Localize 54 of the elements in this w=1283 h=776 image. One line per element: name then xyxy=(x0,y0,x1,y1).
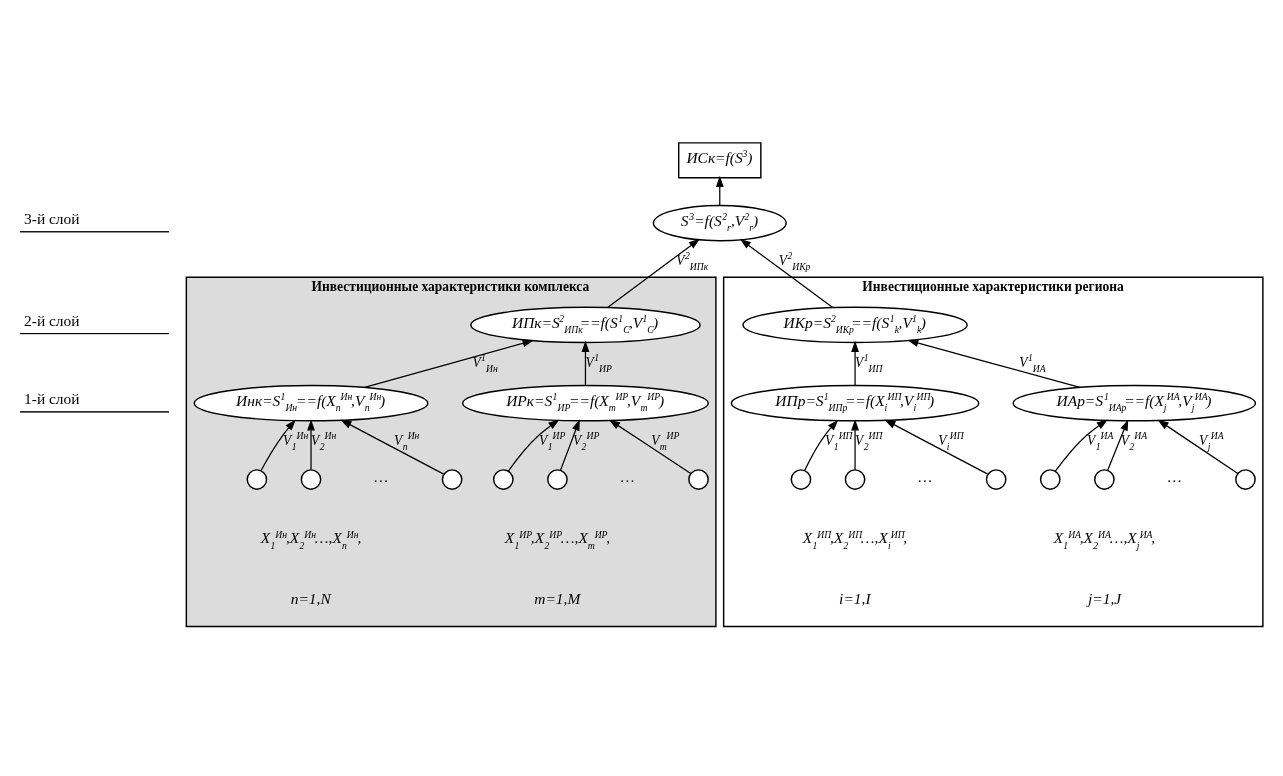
label: X$_{1}$$^{ИП}$,X$_{2}$$^{ИП}$…,X$_{i}$$^{ИП}$, xyxy=(802,528,908,551)
arrow xyxy=(507,418,560,472)
label: i=1,I xyxy=(839,589,871,607)
node-circle xyxy=(1039,468,1061,490)
label: m=1,M xyxy=(534,589,581,607)
node-circle xyxy=(844,468,866,490)
node-circle xyxy=(441,468,463,490)
node-circle xyxy=(790,468,812,490)
arrow xyxy=(581,340,590,386)
node-ellipse: ИПк=S$^{2}$$_{ИПк}$==f(S$^{1}$$_{C}$,V$^{1}$$_{C}$) xyxy=(470,306,701,343)
arrow xyxy=(607,238,700,308)
label: 3-й слой xyxy=(24,209,80,227)
label: X$_{1}$$^{ИР}$,X$_{2}$$^{ИР}$…,X$_{m}$$^{ИР}$, xyxy=(504,528,611,551)
node-box: ИСк=f(S$^{3}$) xyxy=(677,141,762,178)
arrow xyxy=(884,419,989,475)
label: … xyxy=(918,467,933,485)
arrow xyxy=(1107,418,1129,471)
node-ellipse: Инк=S$^{1}$$_{Ин}$==f(X$_{n}$$^{Ин}$,V$_{n}$$^{Ин}$) xyxy=(193,384,429,422)
label: X$_{1}$$^{Ин}$,X$_{2}$$^{Ин}$…,X$_{n}$$^{Ин}$, xyxy=(260,528,362,551)
node-circle xyxy=(1094,468,1115,490)
node-circle xyxy=(985,468,1007,490)
arrow xyxy=(851,340,859,386)
label: n=1,N xyxy=(290,589,331,607)
label: 1-й слой xyxy=(24,389,80,407)
arrow xyxy=(559,418,580,471)
arrow xyxy=(907,338,1081,388)
label: … xyxy=(620,467,635,485)
node-circle xyxy=(688,468,709,490)
label: j=1,J xyxy=(1087,589,1122,607)
node-ellipse: ИАр=S$^{1}$$_{ИАр}$==f(X$_{j}$$^{ИА}$,V$_{j}$$^{ИА}$) xyxy=(1012,384,1257,422)
arrow xyxy=(1054,418,1108,472)
node-ellipse: ИПр=S$^{1}$$_{ИПр}$==f(X$_{i}$$^{ИП}$,V$_{i}$$^{ИП}$) xyxy=(730,384,980,422)
node-circle xyxy=(1235,468,1256,490)
arrow xyxy=(804,419,839,471)
arrow xyxy=(340,419,445,475)
arrow xyxy=(715,175,724,206)
node-circle xyxy=(300,468,322,490)
arrow xyxy=(851,418,859,470)
arrow xyxy=(260,419,296,471)
node-ellipse: ИКр=S$^{2}$$_{ИКр}$==f(S$^{1}$$_{k}$,V$^{1}$$_{k}$) xyxy=(742,306,968,343)
node-ellipse: ИРк=S$^{1}$$_{ИР}$==f(X$_{m}$$^{ИР}$,V$_{m}$$^{ИР}$) xyxy=(461,384,709,422)
node-circle xyxy=(492,468,514,490)
node-circle xyxy=(246,468,268,490)
arrow xyxy=(609,419,692,474)
arrow xyxy=(1157,419,1239,474)
label: … xyxy=(374,467,389,485)
arrow xyxy=(307,418,315,470)
label: … xyxy=(1167,467,1182,485)
node-circle xyxy=(547,468,568,490)
label: X$_{1}$$^{ИА}$,X$_{2}$$^{ИА}$…,X$_{j}$$^{ИА}$, xyxy=(1053,528,1156,551)
node-ellipse: S$^{3}$=f(S$^{2}$$_{r}$,V$^{2}$$_{r}$) xyxy=(652,204,787,241)
arrow xyxy=(739,238,834,308)
arrow xyxy=(363,338,534,388)
label: 2-й слой xyxy=(24,311,80,329)
